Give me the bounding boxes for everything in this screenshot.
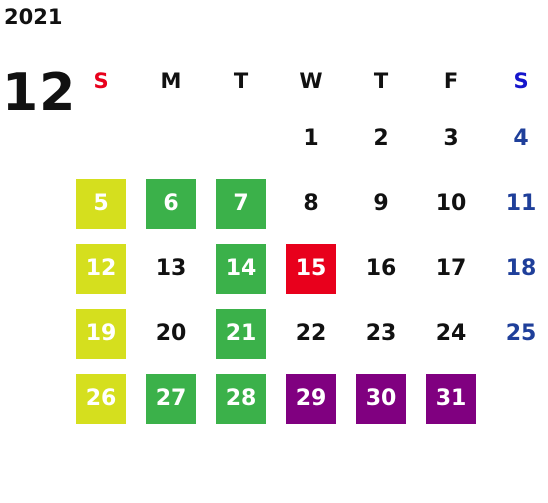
weekday-header: S	[93, 68, 109, 93]
day-number: 27	[146, 373, 196, 424]
day-number: 18	[505, 255, 537, 281]
day-cell[interactable]: 8	[276, 171, 346, 236]
day-cell[interactable]: 18	[486, 236, 548, 301]
day-number: 20	[155, 320, 187, 346]
day-cell[interactable]: 30	[346, 366, 416, 431]
blank-cell	[66, 106, 136, 171]
weekday-header: F	[443, 68, 459, 93]
day-cell[interactable]: 17	[416, 236, 486, 301]
day-number: 4	[513, 125, 529, 151]
day-cell[interactable]: 21	[206, 301, 276, 366]
day-number: 29	[286, 373, 336, 424]
day-number: 16	[365, 255, 397, 281]
day-cell[interactable]: 4	[486, 106, 548, 171]
day-cell[interactable]: 27	[136, 366, 206, 431]
day-cell[interactable]: 9	[346, 171, 416, 236]
weekday-header: S	[513, 68, 529, 93]
day-number: 31	[426, 373, 476, 424]
day-cell[interactable]: 23	[346, 301, 416, 366]
day-number: 6	[146, 178, 196, 229]
day-cell[interactable]: 1	[276, 106, 346, 171]
day-number: 14	[216, 243, 266, 294]
day-number: 25	[505, 320, 537, 346]
day-cell[interactable]: 16	[346, 236, 416, 301]
day-cell[interactable]: 28	[206, 366, 276, 431]
day-cell[interactable]: 3	[416, 106, 486, 171]
day-cell[interactable]: 7	[206, 171, 276, 236]
day-number: 5	[76, 178, 126, 229]
day-number: 8	[303, 190, 319, 216]
day-cell[interactable]: 26	[66, 366, 136, 431]
day-number: 12	[76, 243, 126, 294]
day-number: 2	[373, 125, 389, 151]
day-number: 11	[505, 190, 537, 216]
day-number: 24	[435, 320, 467, 346]
calendar-month: 12	[2, 63, 77, 123]
day-number: 10	[435, 190, 467, 216]
day-cell[interactable]: 31	[416, 366, 486, 431]
day-number: 1	[303, 125, 319, 151]
day-cell[interactable]: 20	[136, 301, 206, 366]
day-number: 19	[76, 308, 126, 359]
weekday-header: T	[233, 68, 249, 93]
day-cell[interactable]: 6	[136, 171, 206, 236]
weekday-header: W	[299, 68, 323, 93]
day-number: 7	[216, 178, 266, 229]
day-number: 9	[373, 190, 389, 216]
day-cell[interactable]: 19	[66, 301, 136, 366]
day-cell[interactable]: 12	[66, 236, 136, 301]
day-cell[interactable]: 14	[206, 236, 276, 301]
day-number: 22	[295, 320, 327, 346]
day-cell[interactable]: 13	[136, 236, 206, 301]
day-number: 3	[443, 125, 459, 151]
day-number: 26	[76, 373, 126, 424]
calendar-year: 2021	[4, 5, 63, 29]
day-cell[interactable]: 5	[66, 171, 136, 236]
weekday-header: T	[373, 68, 389, 93]
day-number: 13	[155, 255, 187, 281]
blank-cell	[136, 106, 206, 171]
day-cell[interactable]: 29	[276, 366, 346, 431]
day-number: 30	[356, 373, 406, 424]
day-cell[interactable]: 24	[416, 301, 486, 366]
day-cell[interactable]: 2	[346, 106, 416, 171]
day-cell[interactable]: 11	[486, 171, 548, 236]
day-cell[interactable]: 25	[486, 301, 548, 366]
day-cell[interactable]: 15	[276, 236, 346, 301]
day-number: 23	[365, 320, 397, 346]
day-number: 17	[435, 255, 467, 281]
day-cell[interactable]: 22	[276, 301, 346, 366]
day-number: 21	[216, 308, 266, 359]
day-number: 15	[286, 243, 336, 294]
blank-cell	[206, 106, 276, 171]
day-number: 28	[216, 373, 266, 424]
day-cell[interactable]: 10	[416, 171, 486, 236]
weekday-header: M	[160, 68, 182, 93]
